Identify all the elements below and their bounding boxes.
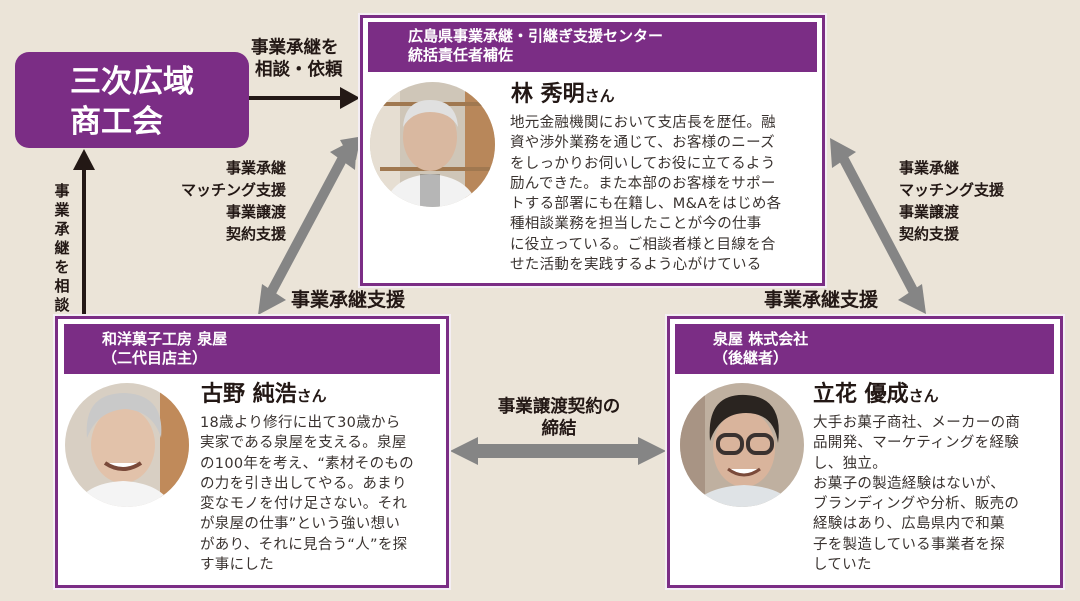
label-line: 事業譲渡契約の: [497, 397, 621, 417]
portrait-elderly-man-icon: [370, 82, 495, 207]
header-line: 和洋菓子工房 泉屋: [102, 330, 228, 348]
center-card: 広島県事業承継・引継ぎ支援センター 統括責任者補佐 林 秀明さん 地元金融機関に…: [358, 13, 827, 288]
service-item: 事業承継: [899, 159, 960, 177]
center-card-header: 広島県事業承継・引継ぎ支援センター 統括責任者補佐: [368, 22, 817, 72]
honorific-text: さん: [296, 387, 327, 405]
bio-line: 18歳より修行に出て30歳から: [200, 415, 401, 431]
bio-line: 実家である泉屋を支える。泉屋: [200, 435, 407, 452]
bio-line: に役立っている。ご相談者様と目線を合: [510, 236, 776, 253]
service-item: マッチング支援: [899, 181, 1005, 199]
label-line: 事業承継を: [251, 38, 339, 58]
bio-line: 大手お菓子商社、メーカーの商: [813, 415, 1021, 431]
bio-line: 励んできた。また本部のお客様をサポー: [510, 175, 776, 192]
arrow-center-left-double: [258, 137, 360, 315]
label-center-left-services: 事業承継 マッチング支援 事業譲渡 契約支援: [160, 157, 286, 245]
arrow-contract-double: [450, 437, 666, 465]
header-line: （後継者）: [713, 349, 789, 367]
left-card-header: 和洋菓子工房 泉屋 （二代目店主）: [64, 324, 440, 374]
bio-line: 変なモノを付け足さない。それ: [200, 496, 408, 513]
honorific-text: さん: [908, 387, 939, 405]
header-line: 泉屋 株式会社: [713, 330, 809, 348]
bio-line: があり、それに見合う“人”を探: [200, 536, 408, 553]
right-card: 泉屋 株式会社 （後継者） 立花 優成さん 大手お菓子商社、メーカーの商 品開発…: [665, 314, 1065, 590]
label-line: 相談・依頼: [255, 60, 343, 80]
service-item: 契約支援: [899, 225, 960, 243]
service-item: 事業譲渡: [225, 203, 286, 221]
bio-line: 経験はあり、広島県内で和菓: [813, 516, 1005, 533]
header-line: 統括責任者補佐: [408, 46, 514, 64]
label-contract: 事業譲渡契約の 締結: [474, 396, 644, 440]
bio-line: 種相談業務を担当したことが今の仕事: [510, 216, 762, 233]
left-card: 和洋菓子工房 泉屋 （二代目店主） 古野 純浩さん 18歳より修行に出て30歳か…: [53, 314, 451, 590]
service-item: 事業譲渡: [899, 203, 960, 221]
bio-line: の力を引き出してやる。あまり: [200, 475, 407, 492]
honorific-text: さん: [584, 87, 615, 105]
bio-line: 品開発、マーケティングを経験: [813, 435, 1020, 452]
bio-line: が泉屋の仕事”という強い想い: [200, 516, 401, 533]
bio-line: す事にした: [200, 557, 274, 574]
service-item: 事業承継: [225, 159, 286, 177]
portrait-man-with-glasses-icon: [680, 383, 804, 507]
bio-line: 子を製造している事業者を探: [813, 536, 1005, 553]
right-card-header: 泉屋 株式会社 （後継者）: [675, 324, 1054, 374]
center-photo-portrait: [370, 82, 495, 207]
header-line: （二代目店主）: [102, 349, 208, 367]
label-left-support: 事業承継支援: [291, 289, 406, 311]
organization-name-line2: 商工会: [70, 104, 163, 140]
arrow-center-right-double: [830, 138, 926, 314]
bio-line: をしっかりお伺いしてお役に立てるよう: [510, 155, 776, 172]
left-photo-portrait: [65, 383, 189, 507]
bio-line: の100年を考え、“素材そのもの: [200, 455, 414, 472]
arrow-org-to-center: [249, 87, 360, 109]
bio-line: し、独立。: [813, 455, 887, 472]
label-line: 締結: [541, 419, 577, 439]
organization-box: 三次広域 商工会: [15, 52, 249, 148]
label-left-to-org: 事業承継を相談: [54, 182, 70, 314]
left-person-name: 古野 純浩さん: [201, 382, 327, 409]
left-bio: 18歳より修行に出て30歳から 実家である泉屋を支える。泉屋 の100年を考え、…: [200, 413, 445, 575]
bio-line: 資や渉外業務を通じて、お客様のニーズ: [510, 135, 775, 152]
name-text: 立花 優成: [813, 382, 909, 407]
right-person-name: 立花 優成さん: [813, 382, 939, 409]
center-person-name: 林 秀明さん: [511, 82, 615, 109]
bio-line: していた: [813, 557, 872, 574]
label-center-right-services: 事業承継 マッチング支援 事業譲渡 契約支援: [899, 157, 1004, 245]
service-item: マッチング支援: [180, 181, 286, 199]
service-item: 契約支援: [225, 225, 286, 243]
arrow-left-to-org: [73, 149, 95, 316]
label-org-to-center: 事業承継を 相談・依頼: [251, 37, 343, 81]
portrait-smiling-elderly-man-icon: [65, 383, 189, 507]
label-right-support: 事業承継支援: [764, 289, 879, 311]
bio-line: トする部署にも在籍し、M&Aをはじめ各: [510, 196, 782, 213]
bio-line: ブランディングや分析、販売の: [813, 496, 1020, 513]
center-bio: 地元金融機関において支店長を歴任。融 資や渉外業務を通じて、お客様のニーズ をし…: [510, 113, 820, 275]
bio-line: せた活動を実践するよう心がけている: [510, 257, 762, 274]
bio-line: お菓子の製造経験はないが、: [813, 475, 1006, 492]
name-text: 古野 純浩: [201, 382, 297, 407]
header-line: 広島県事業承継・引継ぎ支援センター: [408, 27, 664, 45]
bio-line: 地元金融機関において支店長を歴任。融: [510, 115, 776, 131]
right-bio: 大手お菓子商社、メーカーの商 品開発、マーケティングを経験 し、独立。 お菓子の…: [813, 413, 1058, 575]
organization-name-line1: 三次広域: [70, 64, 194, 100]
name-text: 林 秀明: [511, 82, 585, 107]
right-photo-portrait: [680, 383, 804, 507]
